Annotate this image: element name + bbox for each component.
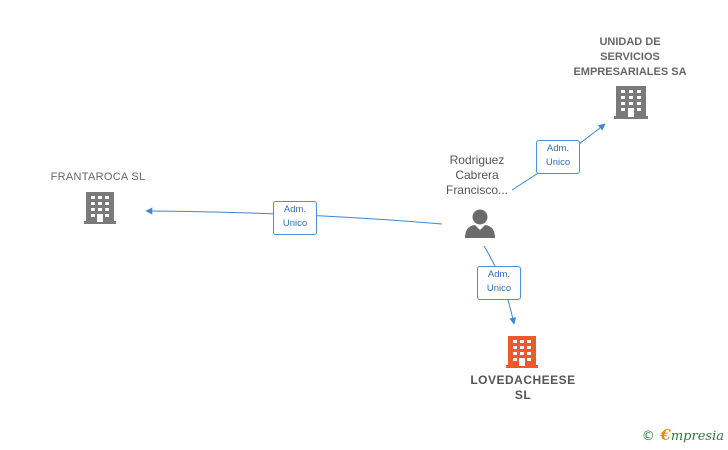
copyright-symbol: ©: [641, 429, 655, 444]
company-name-lovedacheese[interactable]: LOVEDACHEESE SL: [470, 373, 576, 402]
edge-label-to-lovedacheese: Adm. Unico: [477, 266, 521, 300]
empresia-watermark: © €mpresia: [642, 426, 724, 444]
person-name[interactable]: Rodriguez Cabrera Francisco...: [445, 153, 508, 197]
building-icon[interactable]: [84, 192, 116, 224]
edge-label-to-frantaroca: Adm. Unico: [273, 201, 317, 235]
person-icon[interactable]: [465, 209, 495, 239]
empresia-logo: €mpresia: [660, 426, 724, 444]
company-name-unidad[interactable]: UNIDAD DE SERVICIOS EMPRESARIALES SA: [573, 36, 687, 78]
company-name-frantaroca[interactable]: FRANTAROCA SL: [50, 171, 146, 183]
edge-label-to-unidad: Adm. Unico: [536, 140, 580, 174]
building-icon[interactable]: [614, 86, 648, 119]
building-icon-highlighted[interactable]: [506, 336, 538, 368]
